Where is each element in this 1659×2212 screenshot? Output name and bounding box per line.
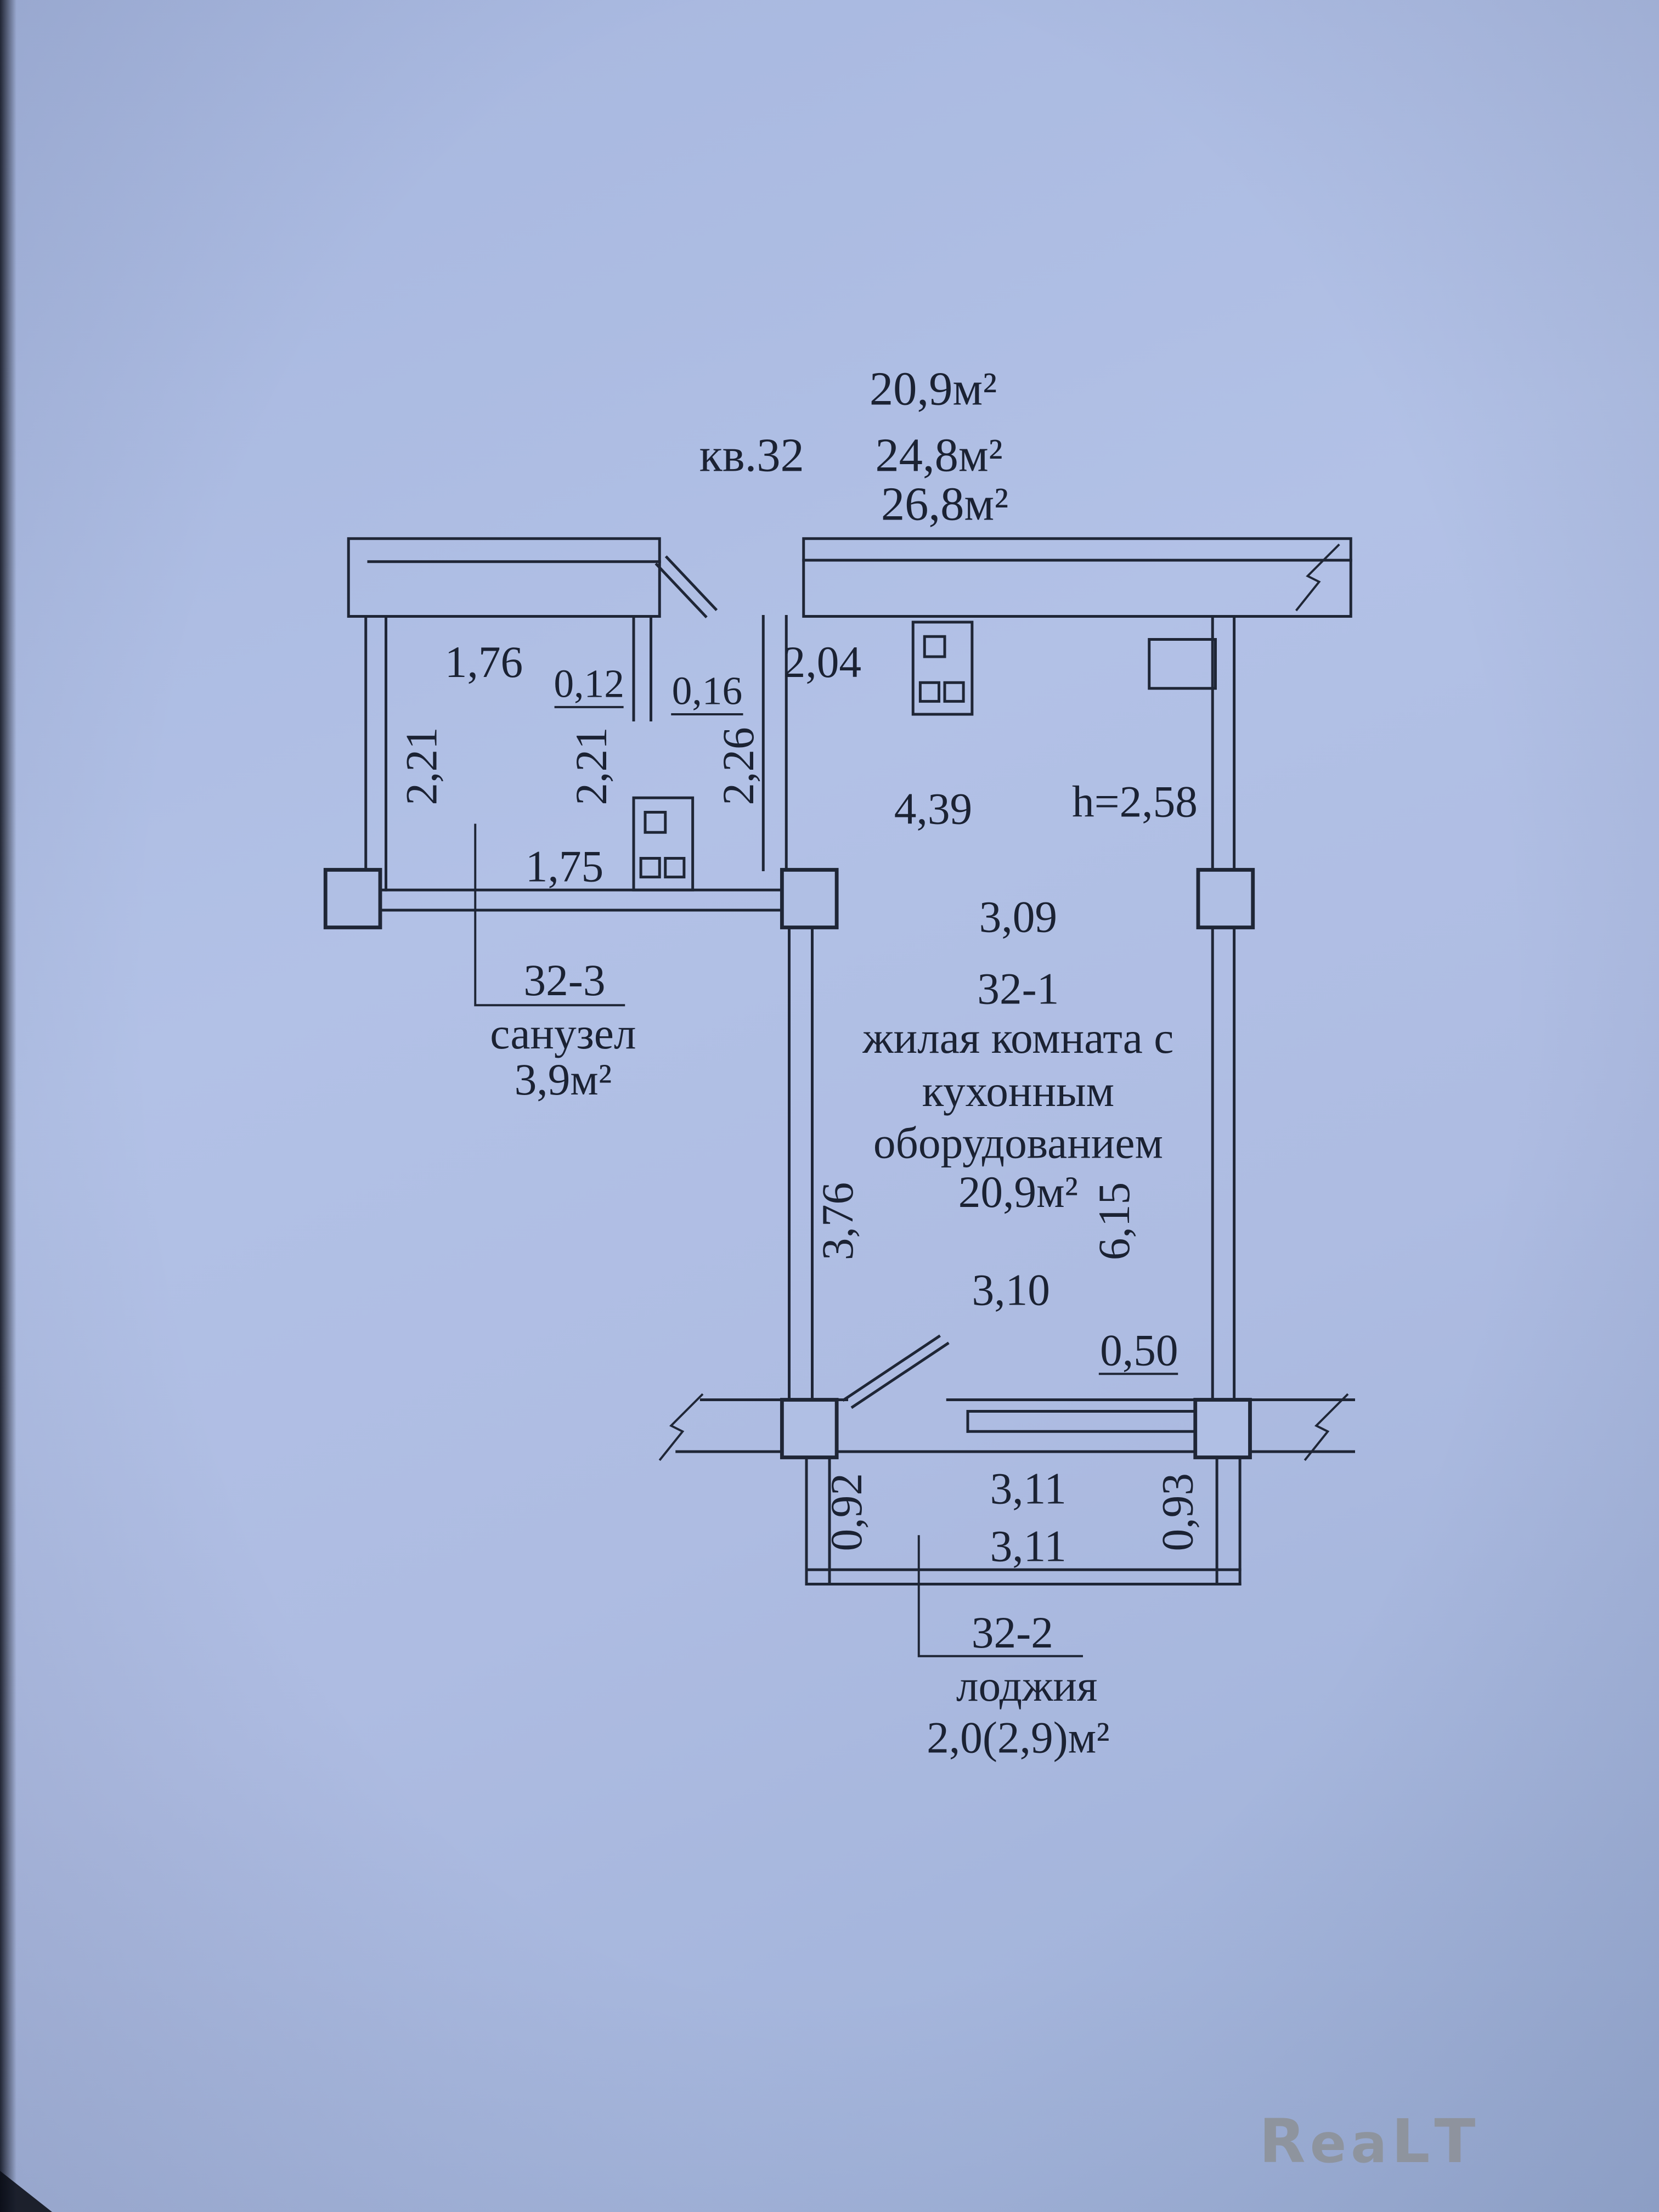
dim-ceiling-height: h=2,58 <box>1072 776 1198 826</box>
dim-living-width: 4,39 <box>894 784 972 834</box>
dim-loggia-width-outer: 3,11 <box>990 1521 1066 1571</box>
room-id-loggia: 32-2 <box>972 1607 1053 1657</box>
realt-logo-letter: T <box>1434 2106 1480 2176</box>
dim-bath-top-width: 1,76 <box>445 637 523 687</box>
room-name-bathroom: санузел <box>490 1008 636 1058</box>
bathroom-equipment-symbol <box>632 796 695 891</box>
realt-logo-letter: R <box>1259 2106 1310 2176</box>
header-area-line3: 26,8м² <box>881 478 1008 531</box>
dim-living-width-mid: 3,09 <box>979 891 1057 941</box>
room-name-loggia: лоджия <box>956 1661 1098 1711</box>
realt-logo-letter: e <box>1310 2113 1351 2175</box>
dim-loggia-width-inner: 3,11 <box>990 1464 1066 1514</box>
dim-loggia-right-depth: 0,93 <box>1153 1473 1203 1551</box>
dim-wall-016: 0,16 <box>672 669 743 713</box>
realt-logo: R e a L T <box>1259 2111 1480 2171</box>
dim-living-left-height: 3,76 <box>812 1182 862 1260</box>
photo-left-edge-shadow <box>0 0 16 2212</box>
header-area-line1: 20,9м² <box>870 363 997 415</box>
walls <box>347 537 1355 1585</box>
dim-bath-left-height: 2,21 <box>396 727 446 805</box>
column-blocks <box>323 868 1255 1459</box>
dim-niche-height: 2,26 <box>713 727 763 805</box>
dim-niche-top: 2,04 <box>783 637 861 687</box>
realt-logo-letter: L <box>1391 2106 1435 2176</box>
room-area-bathroom: 3,9м² <box>515 1054 612 1104</box>
dim-bath-bottom-width: 1,75 <box>526 842 603 891</box>
header-apartment-number: кв.32 <box>699 428 804 481</box>
dim-pier-width: 0,50 <box>1100 1325 1178 1375</box>
dim-living-width-low: 3,10 <box>972 1265 1050 1314</box>
dim-loggia-left-depth: 0,92 <box>821 1473 871 1551</box>
room-name-living-line1: жилая комната с <box>862 1013 1173 1063</box>
room-id-bathroom: 32-3 <box>523 955 605 1005</box>
realt-logo-letter: a <box>1351 2113 1392 2175</box>
room-area-living: 20,9м² <box>958 1167 1078 1217</box>
room-area-loggia: 2,0(2,9)м² <box>927 1713 1109 1763</box>
dim-living-right-height: 6,15 <box>1089 1182 1139 1260</box>
wall-break-marks <box>658 543 1349 1461</box>
room-id-living: 32-1 <box>977 964 1059 1014</box>
kitchen-stove-symbol <box>911 620 974 716</box>
room-name-living-line2: кухонным <box>922 1066 1115 1116</box>
dim-bath-right-height: 2,21 <box>566 727 616 805</box>
leader-lines <box>474 706 1178 1657</box>
dim-wall-012: 0,12 <box>554 662 624 706</box>
photo-corner-shadow <box>0 2171 52 2212</box>
header-area-line2: 24,8м² <box>875 428 1002 481</box>
room-name-living-line3: оборудованием <box>873 1118 1163 1168</box>
